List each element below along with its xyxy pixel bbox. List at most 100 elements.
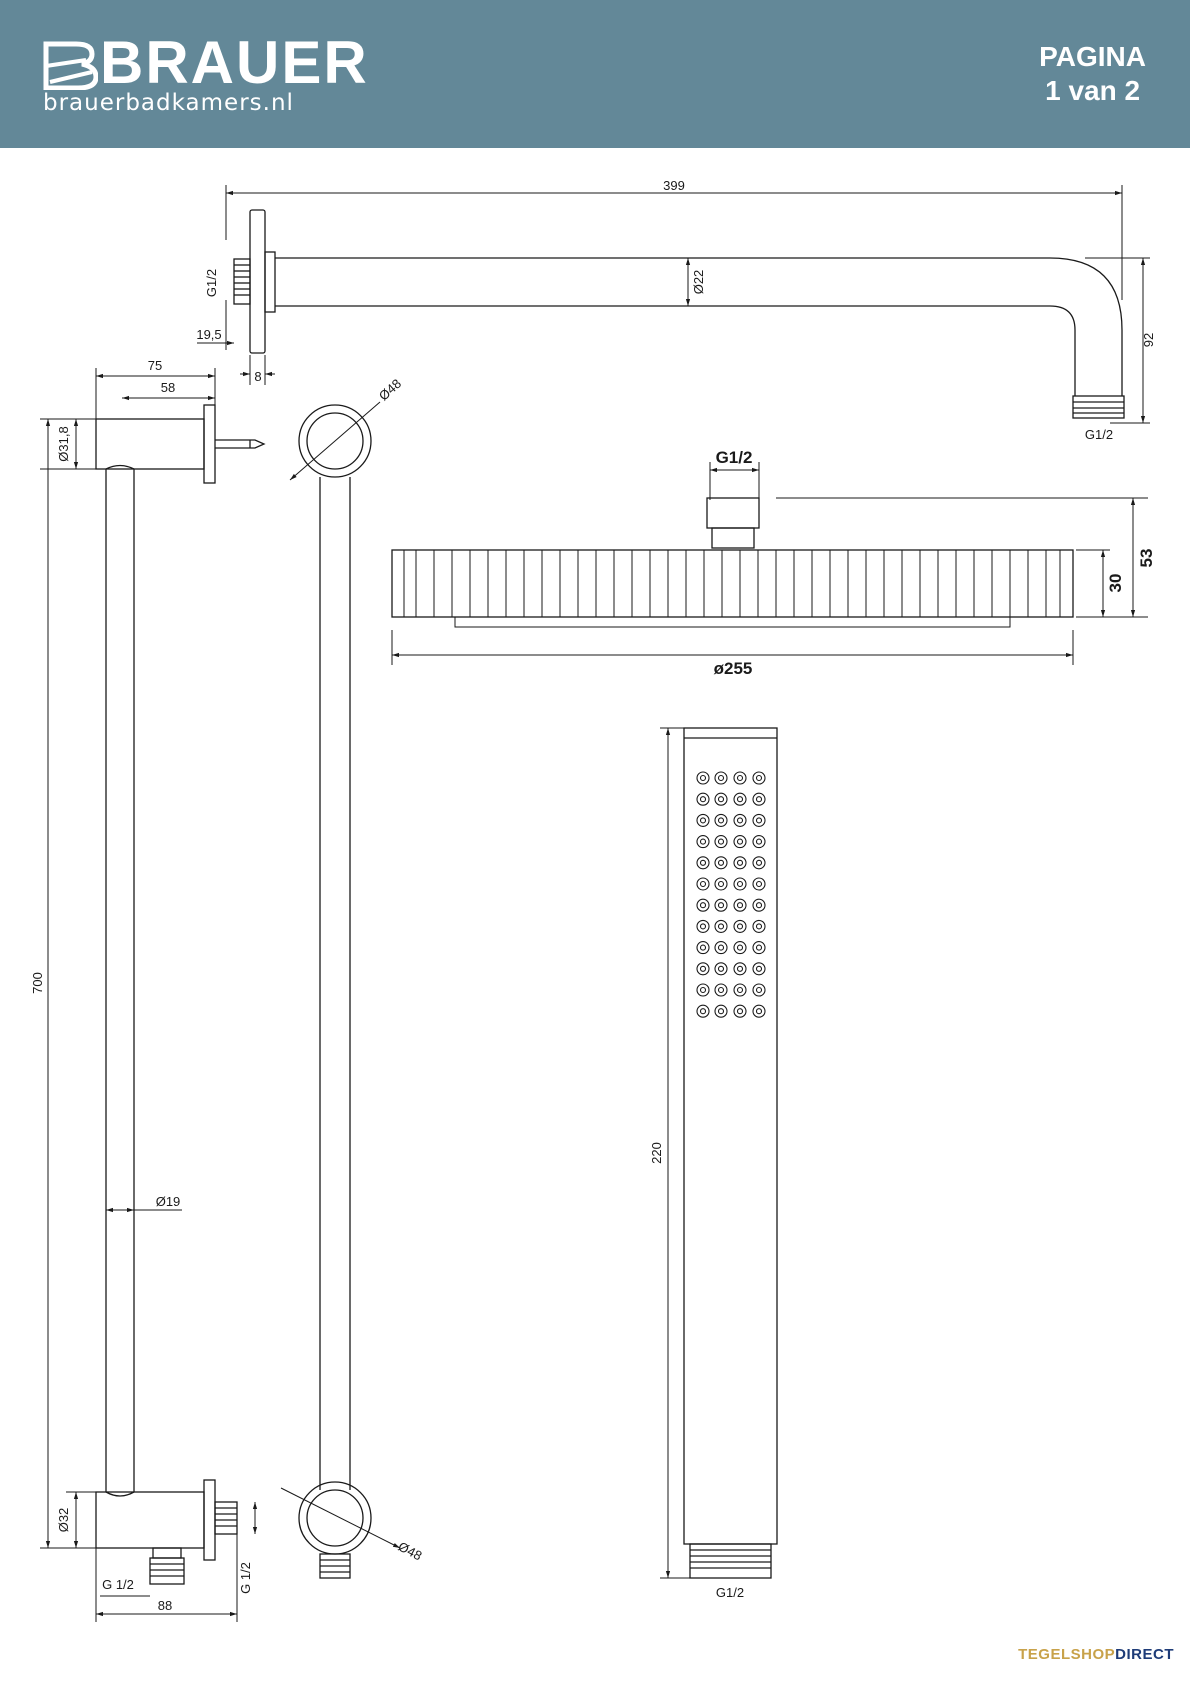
nozzle [733,813,747,827]
arm-drop-label: 92 [1141,333,1156,347]
rail-bottom-depth-label: 88 [158,1598,172,1613]
nozzle-inner [755,1008,763,1015]
rail-height-label: 700 [30,972,45,994]
nozzle [733,835,747,849]
nozzle-inner [717,965,725,972]
nozzle-inner [699,859,707,866]
nozzle [696,835,710,849]
arm-diameter-label: Ø22 [691,270,706,295]
nozzle [733,962,747,976]
nozzle [733,941,747,955]
nozzle-inner [755,880,763,888]
nozzle [752,962,766,976]
nozzle-inner [699,965,707,972]
brand-name: BRAUER [100,29,369,96]
nozzle [714,1004,728,1018]
nozzle [752,983,766,997]
nozzle-inner [736,923,744,930]
hand-shower-nozzles [696,771,766,1018]
arm-outlet-thread-label: G1/2 [1085,427,1113,442]
nozzle-inner [755,923,763,930]
nozzle [696,1004,710,1018]
nozzle-inner [755,817,763,824]
hand-shower-drawing [660,727,778,1579]
rain-head-height-label: 30 [1106,574,1125,593]
nozzle [752,771,766,785]
nozzle-inner [699,796,707,803]
footer-brand-part3: DIRECT [1115,1646,1174,1663]
nozzle [696,962,710,976]
rain-total-height-label: 53 [1137,549,1156,568]
rain-thread-label: G1/2 [716,448,753,467]
nozzle [696,813,710,827]
page-label-line1: PAGINA [1039,41,1146,72]
brauer-logo-icon [43,41,98,90]
nozzle [733,877,747,891]
nozzle-inner [736,1008,744,1015]
nozzle-inner [717,838,725,845]
nozzle [714,941,728,955]
nozzle-inner [755,796,763,803]
page-number: PAGINA 1 van 2 [1039,40,1146,108]
rain-shower-drawing [391,462,1148,665]
nozzle-inner [736,965,744,972]
nozzle-inner [755,965,763,972]
nozzle [752,856,766,870]
flange-thickness-label: 8 [254,369,261,384]
nozzle-inner [717,774,725,782]
nozzle-inner [699,774,707,782]
nozzle [696,898,710,912]
nozzle-inner [755,838,763,845]
rail-top-depth-label: 75 [148,358,162,373]
nozzle-inner [736,796,744,803]
nozzle [752,835,766,849]
nozzle [696,771,710,785]
nozzle [714,919,728,933]
footer-brand-part2: SHOP [1070,1646,1116,1663]
nozzle [714,983,728,997]
nozzle-inner [717,859,725,866]
nozzle-inner [717,1008,725,1015]
nozzle-inner [699,817,707,824]
shower-arm-drawing [197,185,1150,424]
nozzle [696,792,710,806]
nozzle-inner [736,774,744,782]
nozzle-inner [736,838,744,845]
nozzle [733,1004,747,1018]
nozzle-inner [699,1008,707,1015]
page-label-line2: 1 van 2 [1045,75,1141,106]
nozzle-inner [699,880,707,888]
nozzle [733,856,747,870]
hand-thread-label: G1/2 [716,1585,744,1600]
nozzle [714,877,728,891]
slide-rail-side-drawing [40,368,266,1622]
flange-offset-label: 19,5 [196,327,221,342]
website-url: brauerbadkamers.nl [43,90,294,116]
nozzle [696,919,710,933]
nozzle [733,919,747,933]
rail-top-depth-inner-label: 58 [161,380,175,395]
nozzle-inner [717,923,725,930]
nozzle [752,898,766,912]
nozzle-inner [736,859,744,866]
rail-bottom-diameter-label: Ø32 [56,1508,71,1533]
nozzle [714,898,728,912]
rail-diameter-label: Ø19 [156,1194,181,1209]
nozzle-inner [699,838,707,845]
nozzle [714,856,728,870]
rail-round-top-label: Ø48 [376,376,404,404]
nozzle [733,792,747,806]
nozzle [752,813,766,827]
page-header: BRAUER brauerbadkamers.nl PAGINA 1 van 2 [0,0,1190,148]
nozzle-inner [736,986,744,994]
nozzle-inner [755,944,763,951]
nozzle [714,771,728,785]
arm-length-label: 399 [663,178,685,193]
rail-top-diameter-label: Ø31,8 [56,426,71,461]
nozzle-inner [699,902,707,909]
rail-round-bottom-label: Ø48 [396,1539,425,1564]
rail-outlet-thread-a-label: G 1/2 [102,1577,134,1592]
nozzle [752,941,766,955]
nozzle-inner [699,923,707,930]
